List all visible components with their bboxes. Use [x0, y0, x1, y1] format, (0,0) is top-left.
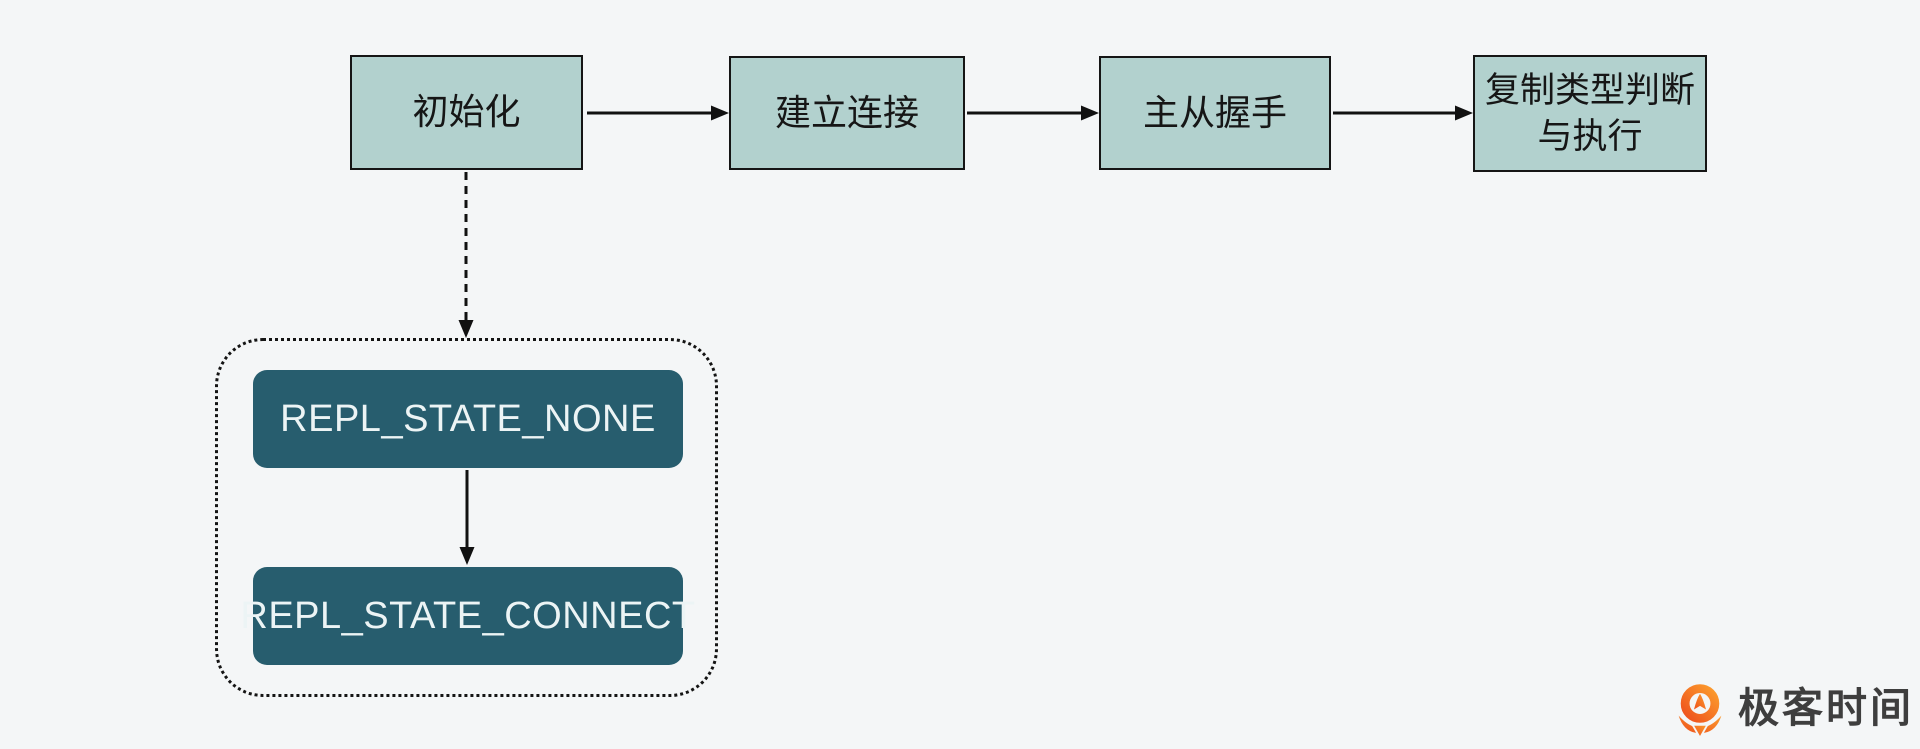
flow-node-master-slave-handshake: 主从握手: [1099, 56, 1331, 170]
state-node-repl-state-none-label: REPL_STATE_NONE: [280, 397, 656, 440]
flow-node-replication-type-exec-label-line1: 复制类型判断: [1484, 71, 1695, 110]
flow-node-establish-connection: 建立连接: [729, 56, 965, 170]
flow-node-init-label: 初始化: [412, 91, 521, 133]
flow-node-master-slave-handshake-label: 主从握手: [1142, 91, 1287, 133]
state-node-repl-state-connect: REPL_STATE_CONNECT: [240, 567, 695, 665]
flow-node-replication-type-exec-label-line2: 与执行: [1537, 116, 1643, 156]
flow-node-init: 初始化: [350, 55, 583, 170]
state-node-repl-state-connect-label: REPL_STATE_CONNECT: [240, 594, 696, 637]
state-node-repl-state-none: REPL_STATE_NONE: [253, 370, 683, 468]
geektime-logo: 极客时间: [1674, 679, 1914, 741]
flow-node-establish-connection-label: 建立连接: [774, 91, 919, 133]
geektime-logo-text: 极客时间: [1738, 684, 1914, 731]
state-group-container: [215, 338, 718, 697]
geektime-logo-icon: [1678, 684, 1722, 740]
flow-node-replication-type-exec: 复制类型判断 与执行: [1473, 55, 1707, 172]
